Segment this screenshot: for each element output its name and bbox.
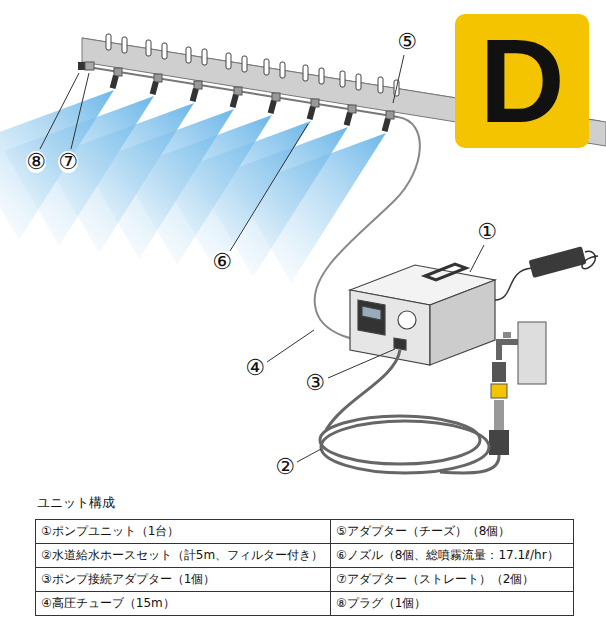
pump-connector [394, 338, 406, 350]
sprays [0, 90, 386, 283]
leader-line [230, 124, 308, 251]
faucet [489, 322, 546, 455]
clips [106, 34, 399, 96]
clip [106, 34, 111, 50]
leader-line [328, 349, 395, 378]
clip [378, 77, 383, 93]
pump-gauge [398, 311, 416, 329]
callout-number: ③ [305, 372, 325, 394]
clip [319, 68, 324, 84]
badge-box: D [455, 14, 589, 148]
callout-number: ① [477, 221, 497, 243]
filter [494, 400, 504, 430]
coupler [489, 430, 509, 455]
pump [350, 264, 495, 365]
callout-number: ⑥ [212, 251, 232, 273]
power-cable [495, 268, 532, 300]
clip [264, 59, 269, 75]
leader-line [393, 55, 404, 103]
nozzle-line [88, 67, 398, 117]
clip [146, 40, 151, 56]
hose [440, 455, 499, 473]
clip [226, 53, 231, 69]
clip [280, 62, 285, 78]
connector-band [491, 384, 507, 398]
clip [340, 71, 345, 87]
leader-line [40, 73, 79, 149]
callout-number: ⑤ [397, 31, 417, 53]
pump-display [358, 300, 385, 335]
leader-line [470, 245, 484, 272]
plug [78, 62, 85, 70]
leader-line [267, 330, 314, 362]
hose-coil [320, 416, 480, 464]
nozzle [190, 81, 202, 102]
clip [186, 47, 191, 63]
table-cell: ⑦アダプター（ストレート）（2個） [330, 567, 574, 592]
badge-letter: D [479, 22, 564, 140]
leader-line [71, 73, 89, 149]
callout-number: ④ [245, 357, 265, 379]
power-brick [529, 246, 587, 278]
spray [236, 133, 386, 283]
nozzle [268, 93, 280, 114]
clip [162, 43, 167, 59]
straight-adapter [85, 62, 94, 70]
power-adapter [495, 246, 598, 300]
pump-front [350, 290, 430, 365]
clip [356, 74, 361, 90]
tap [499, 342, 518, 360]
table-cell: ②水道給水ホースセット（計5m、フィルター付き） [35, 543, 331, 568]
pump-handle [425, 264, 466, 280]
hose-coil [321, 421, 489, 473]
table-cell: ④高圧チューブ（15m） [35, 591, 331, 616]
callout-number: ② [275, 456, 295, 478]
nozzle [307, 99, 319, 120]
nozzle [150, 74, 162, 95]
table-cell: ⑤アダプター（チーズ）（8個） [330, 519, 574, 544]
wall-box [518, 322, 546, 384]
power-cord [582, 251, 598, 268]
hose-connector [492, 362, 506, 382]
clip [202, 49, 207, 65]
table-cell: ⑧プラグ（1個） [330, 591, 574, 616]
table-cell: ⑥ノズル（8個、総噴霧流量：17.1ℓ/hr） [330, 543, 574, 568]
callout-number: ⑧ [26, 151, 46, 173]
callout-number: ⑦ [58, 151, 78, 173]
tap-handle [503, 332, 511, 338]
table-heading: ユニット構成 [37, 494, 115, 512]
clip [303, 65, 308, 81]
pump-display-screen [362, 306, 381, 320]
leader-line [297, 449, 321, 462]
nozzles [110, 68, 394, 132]
nozzle [230, 87, 242, 108]
nozzle [344, 105, 356, 126]
table-cell: ③ポンプ接続アダプター（1個） [35, 567, 331, 592]
pump-side [430, 280, 495, 365]
nozzle [382, 111, 394, 132]
clip [122, 37, 127, 53]
leader-lines [40, 55, 484, 462]
nozzle [110, 68, 122, 89]
water-hose [320, 350, 499, 473]
table-cell: ①ポンプユニット（1台） [35, 519, 331, 544]
clip [242, 56, 247, 72]
